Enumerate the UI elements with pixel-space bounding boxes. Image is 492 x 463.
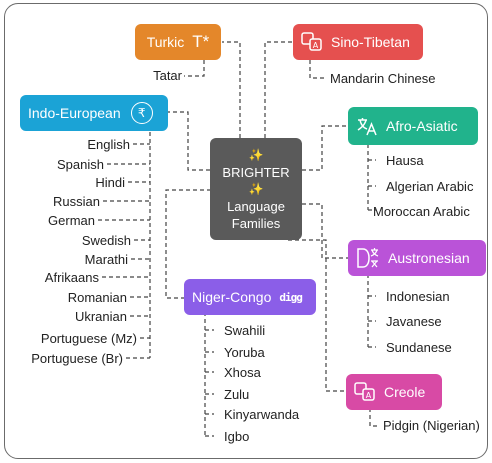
language-portuguese-mz: Portuguese (Mz) [40, 331, 137, 346]
family-name: Austronesian [388, 250, 470, 266]
language-hindi: Hindi [95, 175, 125, 190]
svg-text:A: A [366, 391, 372, 400]
language-russian: Russian [53, 194, 100, 209]
text-T-icon: T* [192, 32, 210, 51]
language-swedish: Swedish [81, 233, 131, 248]
center-subtitle-2: Families [231, 215, 281, 231]
language-ukranian: Ukranian [74, 309, 127, 324]
family-turkic: Turkic T* [135, 24, 221, 60]
language-english: English [87, 137, 130, 152]
svg-text:A: A [313, 41, 319, 50]
family-name: Creole [384, 384, 426, 400]
language-zulu: Zulu [224, 387, 250, 402]
language-pidgin-nigerian: Pidgin (Nigerian) [383, 418, 480, 433]
center-title: BRIGHTER [222, 164, 290, 180]
family-niger-congo: Niger-Congo digg [184, 279, 316, 315]
translate-icon [357, 118, 377, 136]
family-name: Sino-Tibetan [331, 34, 410, 50]
language-mandarin-chinese: Mandarin Chinese [330, 71, 436, 86]
language-german: German [48, 213, 95, 228]
currency-rupee-icon: ₹ [130, 102, 153, 124]
translate-icon: A [301, 32, 322, 51]
language-romanian: Romanian [67, 290, 127, 305]
language-tatar: Tatar [153, 68, 182, 83]
family-afro-asiatic: Afro-Asiatic [348, 107, 478, 145]
center-subtitle-1: Language [227, 198, 285, 214]
language-yoruba: Yoruba [224, 345, 265, 360]
family-creole: A Creole [346, 374, 442, 410]
language-marathi: Marathi [84, 252, 128, 267]
language-kinyarwanda: Kinyarwanda [224, 407, 300, 422]
language-algerian-arabic: Algerian Arabic [386, 179, 474, 194]
sparkle-icon: ✨ [248, 181, 264, 196]
language-igbo: Igbo [224, 429, 250, 444]
language-sundanese: Sundanese [386, 340, 452, 355]
language-indonesian: Indonesian [386, 289, 450, 304]
family-sino-tibetan: A Sino-Tibetan [293, 24, 423, 60]
center-node: ✨ BRIGHTER ✨ Language Families [210, 138, 302, 240]
family-name: Indo-European [28, 105, 121, 121]
digg-logo-icon: digg [279, 290, 302, 304]
family-austronesian: Austronesian [348, 240, 486, 276]
sparkle-icon: ✨ [248, 147, 264, 162]
translate-icon [357, 248, 379, 268]
language-swahili: Swahili [224, 323, 266, 338]
language-portuguese-br: Portuguese (Br) [31, 351, 123, 366]
family-name: Niger-Congo [192, 289, 272, 305]
translate-icon: A [354, 382, 375, 401]
language-afrikaans: Afrikaans [44, 270, 99, 285]
family-name: Afro-Asiatic [386, 118, 458, 134]
language-hausa: Hausa [386, 153, 424, 168]
family-indo-european: Indo-European ₹ [20, 95, 168, 131]
family-name: Turkic [146, 34, 185, 50]
language-spanish: Spanish [57, 157, 104, 172]
language-xhosa: Xhosa [224, 365, 261, 380]
language-moroccan-arabic: Moroccan Arabic [373, 204, 470, 219]
language-javanese: Javanese [386, 314, 442, 329]
